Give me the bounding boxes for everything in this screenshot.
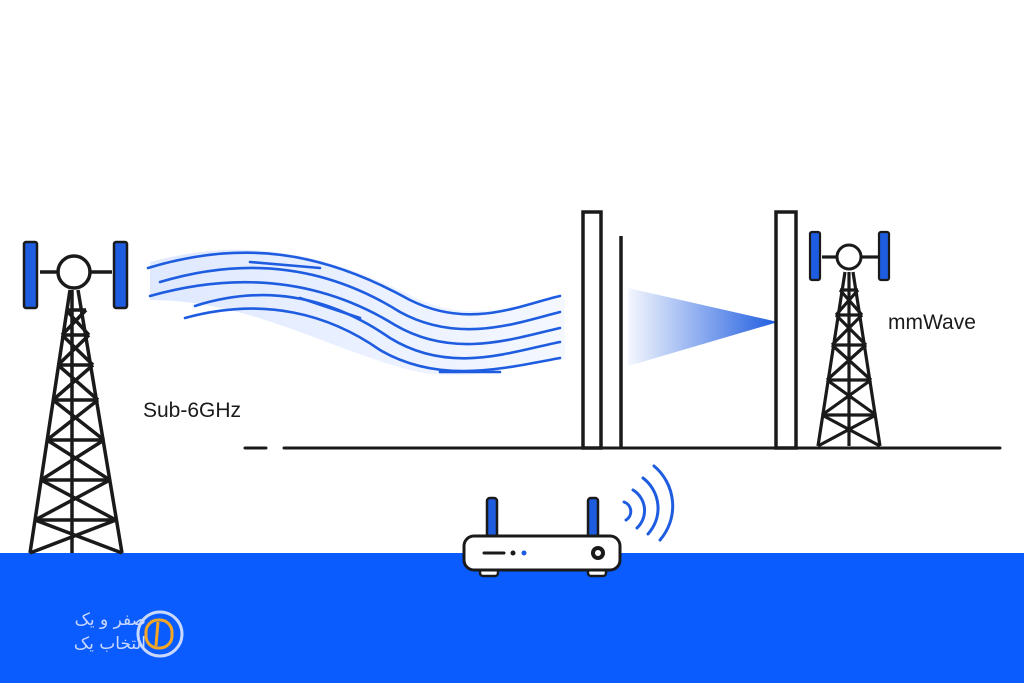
ground [0, 553, 1024, 683]
mmwave-antenna-right [877, 230, 891, 282]
right-wall [774, 210, 798, 450]
sub6-waves [146, 251, 562, 374]
sub6-label: Sub-6GHz [143, 399, 242, 422]
mmwave-antenna-left [808, 230, 822, 282]
mmwave-label: mmWave [888, 311, 976, 334]
watermark: صفر و یک انتخاب یک [26, 606, 196, 676]
router-body [462, 534, 622, 572]
watermark-logo-icon [136, 610, 184, 658]
mmwave-beam [628, 288, 778, 366]
wifi-signal-icon [622, 464, 675, 542]
mmwave-tower [816, 255, 882, 448]
watermark-line-2: انتخاب یک [73, 634, 146, 654]
left-wall [581, 210, 623, 450]
sub6-tower-head [56, 254, 92, 290]
watermark-line-1: صفر و یک [74, 610, 146, 630]
router-antenna-right [586, 496, 600, 542]
router-antenna-left [485, 496, 499, 542]
sub6-antenna-right [112, 240, 129, 310]
mmwave-tower-head [835, 243, 863, 271]
sub6-antenna-left [22, 240, 39, 310]
sub6-tower [28, 270, 124, 555]
router [462, 496, 622, 578]
